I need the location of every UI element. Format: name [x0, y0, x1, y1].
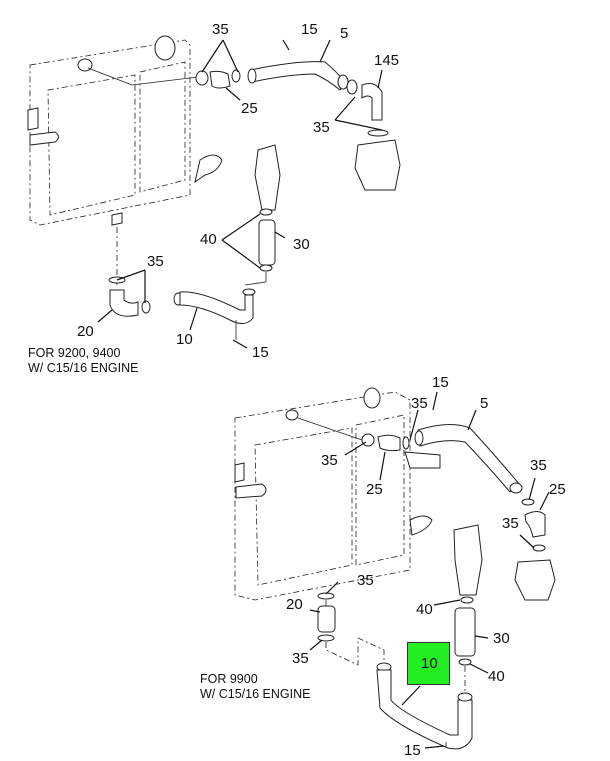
upper-leaders	[97, 39, 383, 349]
callout-35-upper-a[interactable]: 35	[212, 21, 229, 38]
callout-20-lower[interactable]: 20	[286, 596, 303, 613]
callout-35-lower-d[interactable]: 35	[502, 515, 519, 532]
callout-25-lower-b[interactable]: 25	[549, 481, 566, 498]
highlighted-part-box[interactable]	[407, 642, 450, 685]
callout-35-lower-b[interactable]: 35	[321, 452, 338, 469]
callout-35-upper-c[interactable]: 35	[147, 253, 164, 270]
callout-35-upper-b[interactable]: 35	[313, 119, 330, 136]
callout-25-upper[interactable]: 25	[241, 100, 258, 117]
upper-elbow-20	[108, 227, 151, 317]
lower-radiator-frame	[234, 387, 441, 601]
callout-35-lower-c[interactable]: 35	[530, 457, 547, 474]
lower-water-pump-outlet	[453, 524, 483, 596]
callout-40-lower-a[interactable]: 40	[416, 601, 433, 618]
lower-hose-25-upper	[361, 433, 410, 452]
upper-thermostat-housing	[354, 129, 401, 191]
callout-15-upper-b[interactable]: 15	[252, 344, 269, 361]
callout-5-upper[interactable]: 5	[340, 25, 349, 42]
upper-hose-5	[247, 61, 349, 91]
callout-35-lower-a[interactable]: 35	[411, 395, 428, 412]
upper-frame-leader	[87, 67, 133, 86]
callout-40-lower-b[interactable]: 40	[488, 668, 505, 685]
lower-hose-25-right	[521, 498, 546, 552]
callout-15-lower-b[interactable]: 15	[404, 742, 421, 759]
callout-15-lower-a[interactable]: 15	[432, 374, 449, 391]
callout-35-lower-f[interactable]: 35	[292, 650, 309, 667]
upper-pipe-10	[173, 288, 256, 340]
callout-30-lower[interactable]: 30	[493, 630, 510, 647]
lower-caption-line2: W/ C15/16 ENGINE	[200, 687, 311, 701]
callout-40-upper[interactable]: 40	[200, 231, 217, 248]
lower-pipe-10	[376, 662, 473, 750]
upper-radiator-frame	[27, 35, 223, 226]
lower-leaders	[309, 391, 550, 749]
callout-25-lower-a[interactable]: 25	[366, 481, 383, 498]
lower-hose-5	[414, 424, 523, 494]
callout-30-upper[interactable]: 30	[293, 236, 310, 253]
upper-caption-line1: FOR 9200, 9400	[28, 346, 121, 360]
callout-145-upper[interactable]: 145	[374, 52, 400, 69]
callout-20-upper[interactable]: 20	[77, 323, 94, 340]
lower-tube-30	[454, 596, 476, 695]
callout-15-upper-a[interactable]: 15	[301, 21, 318, 38]
lower-caption-line1: FOR 9900	[200, 672, 258, 686]
callout-10-upper[interactable]: 10	[176, 331, 193, 348]
upper-water-pump-outlet	[254, 144, 281, 211]
lower-thermostat-housing	[514, 559, 556, 601]
upper-caption: FOR 9200, 9400 W/ C15/16 ENGINE	[28, 346, 138, 376]
callout-35-lower-e[interactable]: 35	[357, 572, 374, 589]
upper-hose-25	[195, 69, 241, 89]
upper-tube-30	[244, 208, 276, 286]
upper-elbow-145	[346, 79, 383, 121]
callout-5-lower[interactable]: 5	[480, 395, 489, 412]
lower-tube-20	[317, 592, 385, 668]
callout-10-lower-highlighted[interactable]: 10	[421, 655, 438, 672]
upper-caption-line2: W/ C15/16 ENGINE	[28, 361, 139, 375]
lower-caption: FOR 9900 W/ C15/16 ENGINE	[200, 672, 310, 702]
